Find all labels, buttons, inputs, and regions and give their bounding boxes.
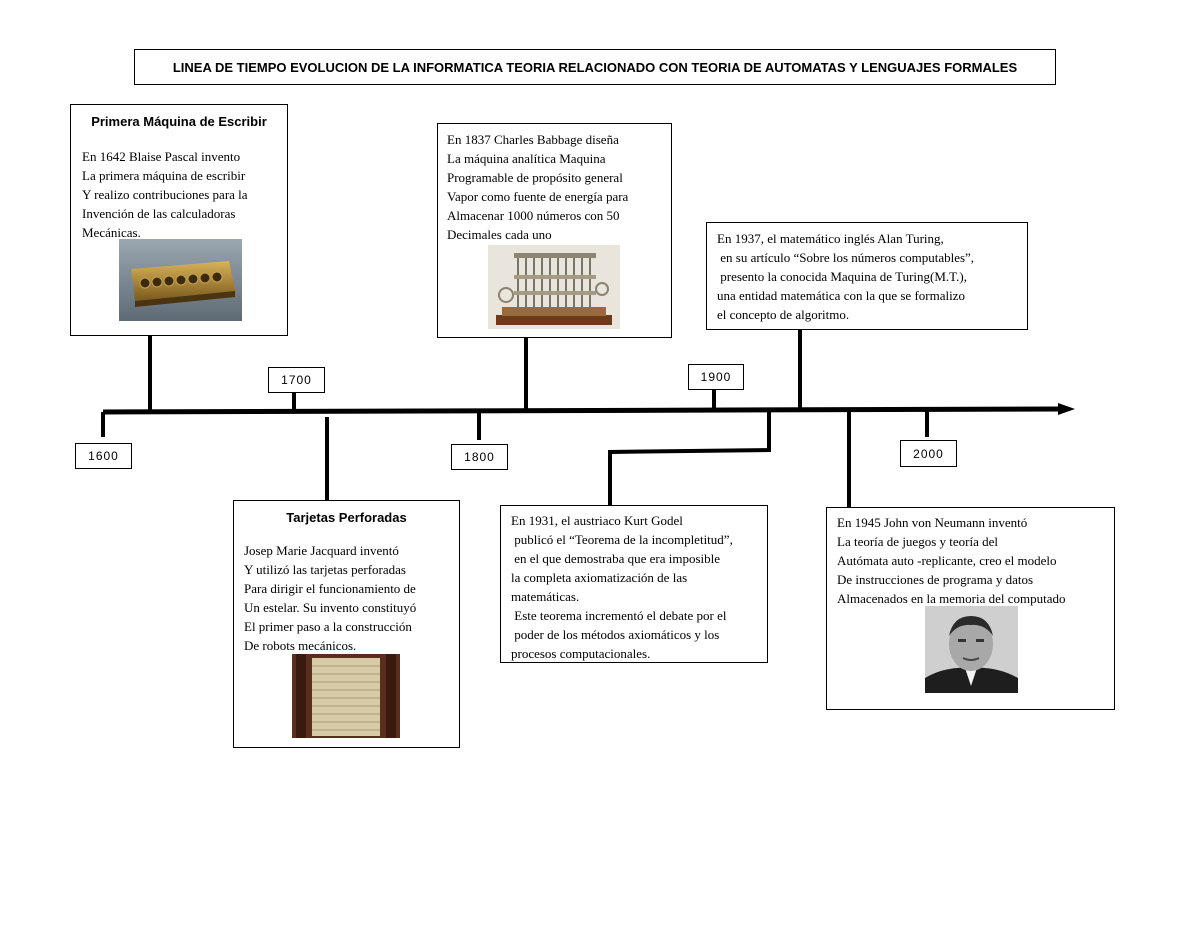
card-line: Un estelar. Su invento constituyó [244, 598, 416, 617]
card-line: En 1837 Charles Babbage diseña [447, 130, 628, 149]
card-line: En 1931, el austriaco Kurt Godel [511, 511, 733, 530]
card-line: Almacenar 1000 números con 50 [447, 206, 628, 225]
card-line: el concepto de algoritmo. [717, 305, 974, 324]
pascaline-image [119, 239, 242, 321]
connector-godel [610, 411, 769, 505]
card-line: Para dirigir el funcionamiento de [244, 579, 416, 598]
timeline-axis [103, 409, 1060, 412]
card-line: Y realizo contribuciones para la [82, 185, 248, 204]
card-line: De robots mecánicos. [244, 636, 416, 655]
card-line: en su artículo “Sobre los números comput… [717, 248, 974, 267]
event-card-neumann: En 1945 John von Neumann inventó La teor… [826, 507, 1115, 710]
card-line: procesos computacionales. [511, 644, 733, 663]
event-card-turing: En 1937, el matemático inglés Alan Turin… [706, 222, 1028, 330]
page-title: LINEA DE TIEMPO EVOLUCION DE LA INFORMAT… [134, 49, 1056, 85]
von-neumann-portrait-image [925, 606, 1018, 693]
card-line: Y utilizó las tarjetas perforadas [244, 560, 416, 579]
card-line: una entidad matemática con la que se for… [717, 286, 974, 305]
event-card-godel: En 1931, el austriaco Kurt Godel publicó… [500, 505, 768, 663]
year-label-1700: 1700 [268, 367, 325, 393]
card-line: poder de los métodos axiomáticos y los [511, 625, 733, 644]
card-line: En 1945 John von Neumann inventó [837, 513, 1066, 532]
card-line: Josep Marie Jacquard inventó [244, 541, 416, 560]
card-line: Vapor como fuente de energía para [447, 187, 628, 206]
card-line: Programable de propósito general [447, 168, 628, 187]
event-card-jacquard: Tarjetas Perforadas Josep Marie Jacquard… [233, 500, 460, 748]
card-line: la completa axiomatización de las [511, 568, 733, 587]
card-line: La teoría de juegos y teoría del [837, 532, 1066, 551]
card-line: El primer paso a la construcción [244, 617, 416, 636]
card-line: Decimales cada uno [447, 225, 628, 244]
card-line: En 1642 Blaise Pascal invento [82, 147, 248, 166]
card-line: presento la conocida Maquina de Turing(M… [717, 267, 974, 286]
card-line: matemáticas. [511, 587, 733, 606]
punched-cards-image [292, 654, 400, 738]
event-card-pascal: Primera Máquina de Escribir En 1642 Blai… [70, 104, 288, 336]
card-line: De instrucciones de programa y datos [837, 570, 1066, 589]
year-label-2000: 2000 [900, 440, 957, 467]
card-line: publicó el “Teorema de la incompletitud”… [511, 530, 733, 549]
timeline-arrowhead [1058, 403, 1075, 415]
card-line: en el que demostraba que era imposible [511, 549, 733, 568]
card-line: En 1937, el matemático inglés Alan Turin… [717, 229, 974, 248]
year-label-1900: 1900 [688, 364, 744, 390]
card-line: La primera máquina de escribir [82, 166, 248, 185]
card-line: Autómata auto -replicante, creo el model… [837, 551, 1066, 570]
event-card-babbage: En 1837 Charles Babbage diseña La máquin… [437, 123, 672, 338]
year-label-1600: 1600 [75, 443, 132, 469]
card-line: La máquina analítica Maquina [447, 149, 628, 168]
card-heading: Primera Máquina de Escribir [71, 114, 287, 129]
year-label-1800: 1800 [451, 444, 508, 470]
card-line: Este teorema incrementó el debate por el [511, 606, 733, 625]
card-heading: Tarjetas Perforadas [234, 510, 459, 525]
card-line: Invención de las calculadoras [82, 204, 248, 223]
analytical-engine-image [488, 245, 620, 329]
